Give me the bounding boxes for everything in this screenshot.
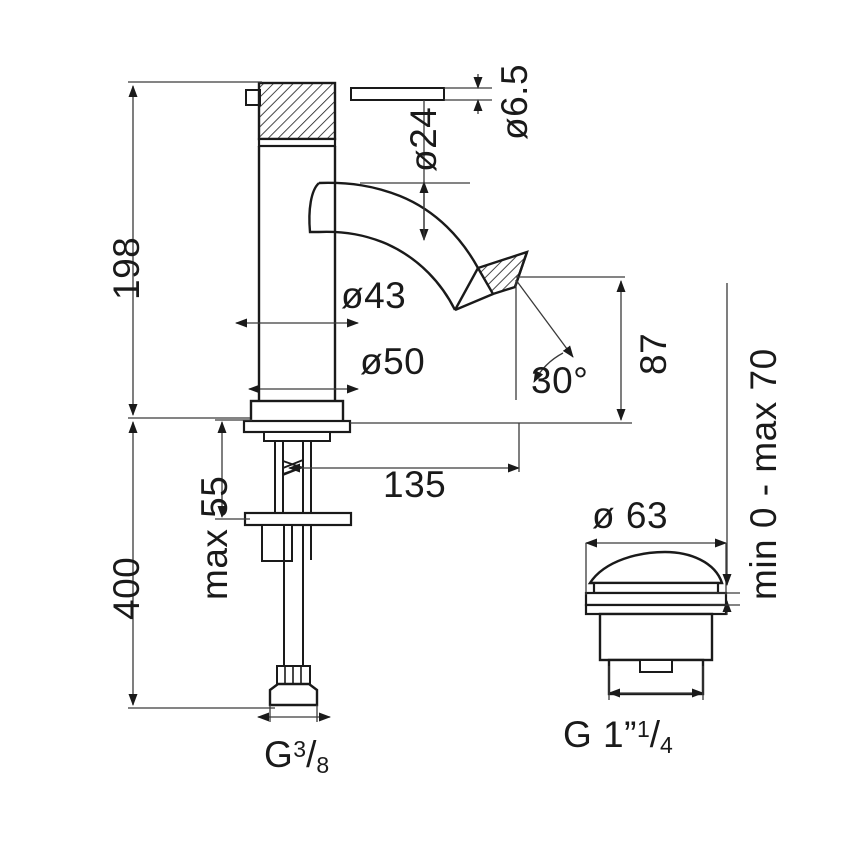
inlet-thread-numerator: 3 [293, 736, 307, 762]
spout-tube [308, 181, 480, 311]
dim-label-d65: ø6.5 [494, 63, 535, 140]
dim-angle-30 [515, 279, 574, 400]
lever-rod [350, 87, 445, 101]
dim-label-87: 87 [633, 332, 674, 375]
cartridge-head-section [257, 81, 337, 148]
dim-label-198: 198 [106, 236, 147, 300]
dim-label-angle30: 30° [531, 360, 589, 401]
dim-label-d24: ø24 [403, 106, 444, 172]
dim-label-d50: ø50 [360, 341, 426, 382]
base-collar [242, 399, 352, 442]
waste-thread-label: G 1”1/4 [563, 716, 673, 757]
inlet-thread-denominator: 8 [316, 752, 330, 778]
dim-label-minmax70: min 0 - max 70 [743, 348, 784, 600]
fraction-slash-icon: / [649, 714, 661, 755]
dim-label-135: 135 [383, 464, 447, 505]
inlet-connector [268, 665, 319, 707]
waste-drain-assembly [584, 550, 728, 696]
spout-outlet-section [453, 250, 529, 312]
faucet-body [257, 146, 337, 413]
fraction-slash-icon: / [306, 734, 317, 775]
inlet-thread-label: G3/8 [264, 736, 329, 777]
waste-thread-denominator: 4 [660, 732, 673, 758]
inch-quote-icon: ” [624, 714, 637, 755]
dim-label-d43: ø43 [341, 275, 407, 316]
mounting-washer [243, 511, 353, 562]
supply-tail-tube [283, 525, 304, 666]
inlet-thread-g: G [264, 734, 294, 775]
waste-thread-numerator: 1 [636, 716, 650, 742]
waste-thread-g1: G 1 [563, 714, 625, 755]
dim-label-d63: ø 63 [592, 495, 669, 536]
dim-label-400: 400 [106, 556, 147, 620]
dim-label-max55: max 55 [194, 475, 235, 600]
